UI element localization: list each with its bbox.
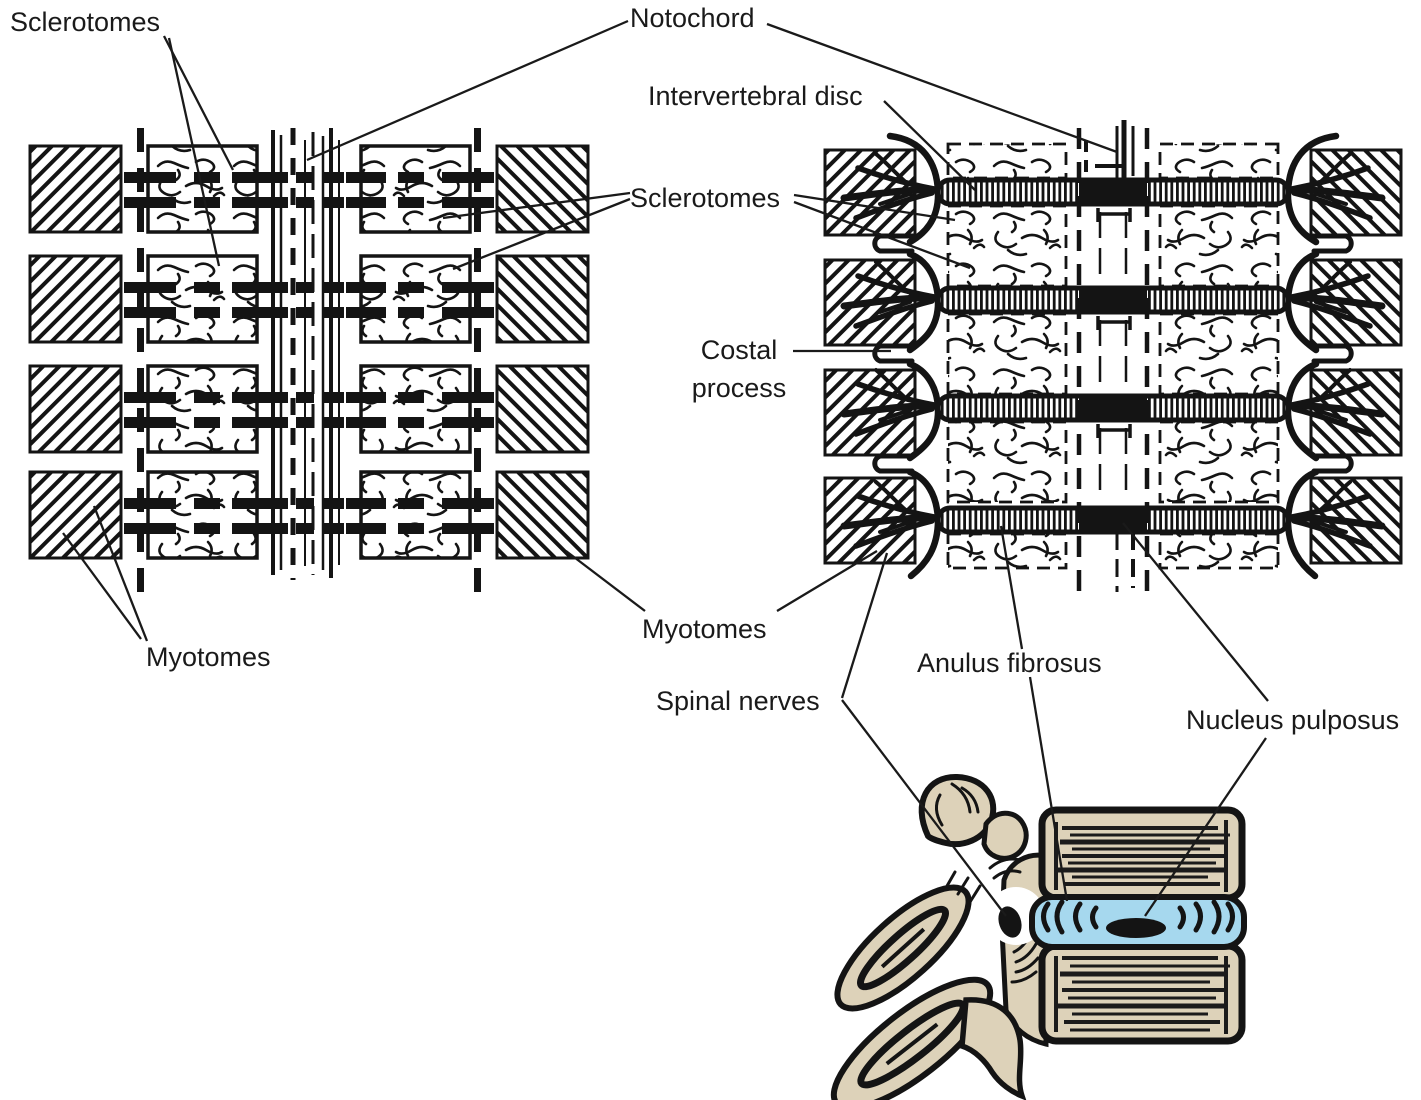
leader-anulus-up (999, 525, 1024, 650)
process-leaf-lower (830, 976, 994, 1100)
leader-spinal-nerves-up (840, 552, 889, 699)
label-sclerotomes-middle: Sclerotomes (630, 183, 780, 213)
leader-sclerotomes-left-2 (167, 37, 221, 267)
leader-notochord-right (766, 22, 1118, 154)
leader-sclerotomes-mid-r2 (793, 200, 971, 270)
label-anulus-fibrosus: Anulus fibrosus (917, 648, 1102, 678)
label-myotomes-right: Myotomes (642, 614, 767, 644)
leader-sclerotomes-mid-l2 (452, 197, 631, 271)
label-notochord: Notochord (630, 3, 755, 33)
leader-myotomes-left-2 (92, 505, 149, 642)
label-spinal-nerves: Spinal nerves (656, 686, 820, 716)
label-sclerotomes-left: Sclerotomes (10, 7, 160, 37)
process-leaf-upper (834, 884, 972, 1012)
right-panel-later-stage (825, 120, 1401, 594)
leader-lines (62, 19, 1269, 917)
vertebra-illustration (830, 773, 1247, 1100)
leader-sclerotomes-left-1 (162, 35, 235, 171)
nucleus-pulposus-shape (1106, 918, 1166, 938)
notochord-column (1076, 120, 1150, 594)
anulus-rings (1041, 899, 1235, 935)
articular-bump (981, 810, 1029, 861)
leader-spinal-nerves-down (841, 699, 1007, 917)
notochord-remnant-segments (1079, 179, 1147, 533)
body-grain-lines (1054, 820, 1230, 1034)
leader-sclerotomes-mid-r1 (793, 193, 956, 222)
leader-notochord-left (306, 19, 629, 162)
label-intervertebral-disc: Intervertebral disc (648, 81, 863, 111)
leader-myotomes-left-1 (62, 532, 142, 640)
leader-anulus-down (1028, 676, 1069, 902)
leader-sclerotomes-mid-l1 (442, 191, 631, 220)
label-nucleus-pulposus: Nucleus pulposus (1186, 705, 1399, 735)
notochord-crossing-bars (262, 172, 358, 534)
notochord-lines (271, 128, 340, 580)
leader-myotomes-right-2 (776, 550, 878, 612)
label-costal-process-line1: Costal (701, 335, 778, 365)
labels-layer: Sclerotomes Notochord Intervertebral dis… (10, 3, 1399, 735)
leader-myotomes-right-1 (565, 550, 646, 612)
leader-intervertebral-disc (883, 100, 976, 191)
spinous-tip (959, 997, 1027, 1100)
intervertebral-disc-bars (935, 177, 1291, 535)
leader-nucleus-down (1144, 737, 1267, 917)
vertebral-body-lower (1038, 942, 1246, 1045)
left-panel-early-stage (30, 128, 588, 594)
label-costal-process-line2: process (692, 373, 787, 403)
label-myotomes-left: Myotomes (146, 642, 271, 672)
leader-nucleus-up (1122, 522, 1269, 702)
